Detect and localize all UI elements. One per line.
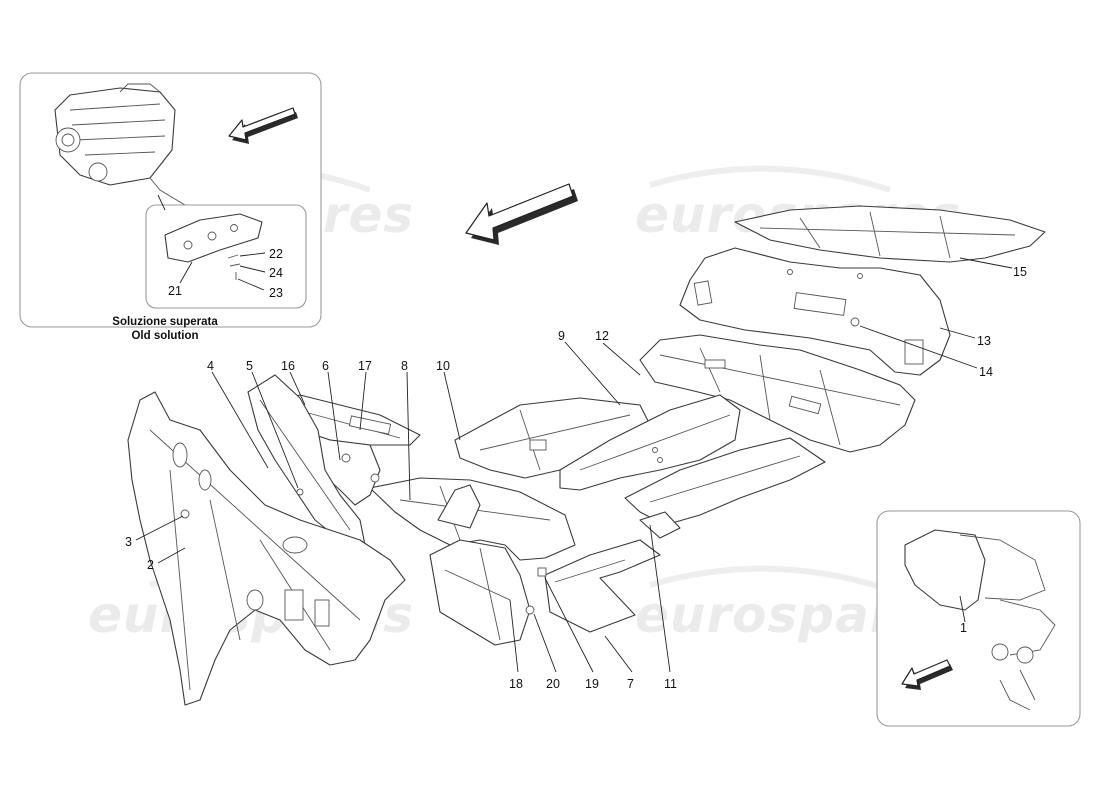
part-9 — [559, 394, 741, 491]
inset-old-solution: 21 22 24 23 Soluzione superata Old solut… — [19, 72, 322, 342]
callout-24: 24 — [269, 266, 283, 280]
part-11 — [624, 437, 826, 539]
inset-pedal-box: 1 — [876, 510, 1081, 727]
pedal-direction-arrow — [901, 659, 953, 690]
callout-9: 9 — [558, 329, 565, 343]
caption-italian: Soluzione superata — [112, 316, 218, 328]
leader-lines — [135, 257, 1013, 673]
callout-16: 16 — [281, 359, 295, 373]
callout-5: 5 — [246, 359, 253, 373]
callout-2: 2 — [147, 558, 154, 572]
caption-english: Old solution — [131, 330, 198, 342]
part-2-3 — [127, 391, 406, 706]
part-13 — [679, 247, 951, 376]
callout-3: 3 — [125, 535, 132, 549]
callout-18: 18 — [509, 677, 523, 691]
pedal-insulation-part-1 — [904, 529, 986, 611]
callout-21: 21 — [168, 284, 182, 298]
callout-labels: 2 3 4 5 16 6 17 8 10 9 12 13 14 15 18 20… — [125, 265, 1027, 691]
part-8 — [369, 477, 576, 561]
callout-14: 14 — [979, 365, 993, 379]
callout-8: 8 — [401, 359, 408, 373]
inset-direction-arrow — [228, 107, 298, 144]
part-7 — [544, 539, 661, 633]
callout-10: 10 — [436, 359, 450, 373]
engine-illustration — [54, 83, 186, 206]
main-direction-arrow — [465, 183, 578, 245]
callout-6: 6 — [322, 359, 329, 373]
callout-12: 12 — [595, 329, 609, 343]
part-15 — [734, 205, 1046, 263]
callout-20: 20 — [546, 677, 560, 691]
part-4-5 — [247, 374, 366, 546]
callout-13: 13 — [977, 334, 991, 348]
callout-23: 23 — [269, 286, 283, 300]
callout-15: 15 — [1013, 265, 1027, 279]
callout-17: 17 — [358, 359, 372, 373]
callout-11: 11 — [664, 677, 677, 691]
callout-19: 19 — [585, 677, 599, 691]
callout-4: 4 — [207, 359, 214, 373]
callout-1: 1 — [960, 621, 967, 635]
part-18-19-20 — [429, 539, 547, 646]
callout-7: 7 — [627, 677, 634, 691]
callout-22: 22 — [269, 247, 283, 261]
